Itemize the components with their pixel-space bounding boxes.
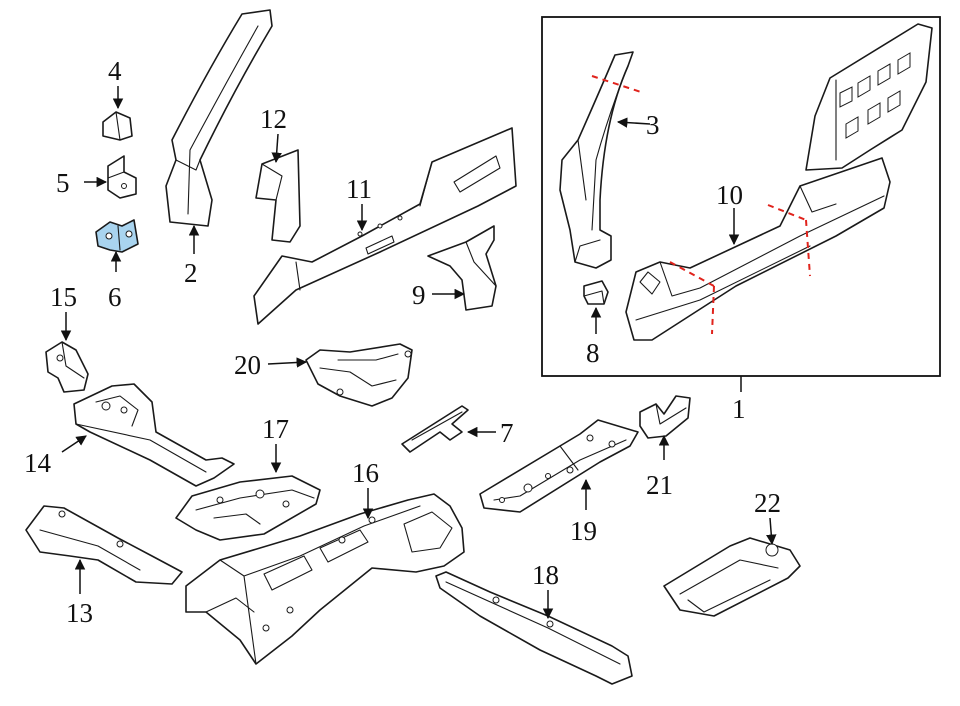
part-5[interactable]	[107, 155, 137, 199]
part-11[interactable]	[253, 127, 517, 325]
callout-3: 3	[646, 110, 660, 140]
part-15[interactable]	[45, 341, 89, 393]
part-3[interactable]	[559, 51, 634, 269]
part-8[interactable]	[583, 280, 609, 305]
callout-21: 21	[646, 470, 673, 500]
callout-2: 2	[184, 258, 198, 288]
callout-4: 4	[108, 56, 122, 86]
part-12[interactable]	[255, 149, 301, 243]
callout-16: 16	[352, 458, 379, 488]
callout-labels: 1 2 3 4 5 6 7 8 9 10 11 12 13 14 15 16 1…	[24, 56, 781, 628]
part-17[interactable]	[175, 475, 321, 541]
part-6[interactable]	[95, 219, 139, 253]
cut-line-3	[591, 75, 645, 94]
part-22[interactable]	[663, 537, 801, 617]
callout-19: 19	[570, 516, 597, 546]
callout-6: 6	[108, 282, 122, 312]
part-18[interactable]	[435, 571, 633, 685]
callout-8: 8	[586, 338, 600, 368]
callout-10: 10	[716, 180, 743, 210]
callout-7: 7	[500, 418, 514, 448]
part-14[interactable]	[73, 383, 235, 487]
part-19[interactable]	[479, 419, 639, 513]
part-16[interactable]	[185, 493, 465, 665]
callout-14: 14	[24, 448, 52, 478]
callout-9: 9	[412, 280, 426, 310]
callout-5: 5	[56, 168, 70, 198]
cut-line-10b	[711, 285, 715, 335]
part-21[interactable]	[639, 395, 691, 439]
part-7[interactable]	[401, 405, 469, 453]
part-2[interactable]	[165, 9, 273, 227]
cut-line-10a	[669, 261, 715, 287]
callout-17: 17	[262, 414, 289, 444]
cut-line-10d	[805, 219, 811, 277]
callout-20: 20	[234, 350, 261, 380]
callout-18: 18	[532, 560, 559, 590]
part-20[interactable]	[305, 343, 413, 407]
callout-12: 12	[260, 104, 287, 134]
callout-22: 22	[754, 488, 781, 518]
part-13[interactable]	[25, 505, 183, 585]
callout-13: 13	[66, 598, 93, 628]
cut-line-10c	[767, 204, 807, 221]
callout-11: 11	[346, 174, 372, 204]
part-10[interactable]	[625, 23, 933, 341]
callout-15: 15	[50, 282, 77, 312]
leader-lines	[60, 86, 777, 620]
callout-1: 1	[732, 394, 746, 424]
part-9[interactable]	[427, 225, 497, 311]
part-4[interactable]	[102, 111, 133, 141]
